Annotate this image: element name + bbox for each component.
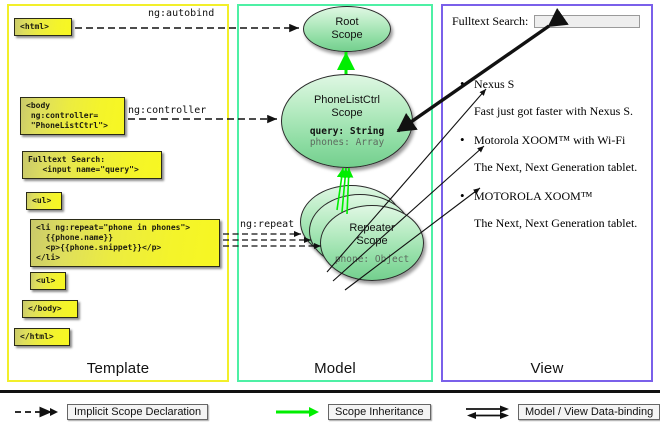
root-scope-title-line1: Root (335, 16, 359, 28)
code-box-body-open: <body ng:controller= "PhoneListCtrl"> (20, 97, 125, 135)
legend-divider (0, 390, 660, 393)
phonelistctrl-scope-title-line1: PhoneListCtrl (313, 94, 381, 106)
arrow-label-ng-autobind: ng:autobind (148, 8, 215, 19)
legend-label-scope-inheritance: Scope Inheritance (328, 404, 431, 420)
view-content: Fulltext Search: Nexus S Fast just got f… (452, 14, 647, 245)
list-item: MOTOROLA XOOM™ The Next, Next Generation… (452, 188, 647, 231)
list-item: Motorola XOOM™ with Wi-Fi The Next, Next… (452, 132, 647, 175)
panel-label-template: Template (86, 360, 150, 377)
repeater-scope-title-line2: Scope (356, 234, 388, 247)
panel-label-view: View (530, 360, 564, 377)
phone-title: Motorola XOOM™ with Wi-Fi (452, 132, 647, 148)
arrow-label-ng-repeat: ng:repeat (240, 219, 295, 230)
view-search-label: Fulltext Search: (452, 14, 529, 28)
phone-title: Nexus S (452, 76, 647, 92)
phone-title: MOTOROLA XOOM™ (452, 188, 647, 204)
code-box-html-close: </html> (14, 328, 70, 346)
legend-implicit-scope-declaration: Implicit Scope Declaration (14, 404, 209, 420)
legend-scope-inheritance: Scope Inheritance (275, 404, 431, 420)
root-scope-ellipse: Root Scope (303, 6, 391, 52)
repeater-scope-title-line1: Repeater (349, 221, 395, 234)
legend-label-implicit-scope-declaration: Implicit Scope Declaration (67, 404, 209, 420)
code-box-fulltext: Fulltext Search: <input name="query"> (22, 151, 162, 179)
scope-field-query: query: String (309, 126, 385, 137)
root-scope-title-line2: Scope (331, 29, 363, 41)
list-item: Nexus S Fast just got faster with Nexus … (452, 76, 647, 119)
phone-snippet: The Next, Next Generation tablet. (474, 160, 638, 174)
code-box-ul-close: <ul> (30, 272, 66, 290)
code-box-ul-open: <ul> (26, 192, 62, 210)
legend-double-arrow-icon (466, 405, 509, 419)
phone-snippet: Fast just got faster with Nexus S. (474, 104, 633, 118)
legend-dashed-arrow-icon (15, 406, 58, 418)
legend-green-arrow-icon (276, 407, 319, 417)
phonelistctrl-scope-ellipse: PhoneListCtrl Scope query: String phones… (281, 74, 413, 168)
code-box-li-repeat: <li ng:repeat="phone in phones"> {{phone… (30, 219, 220, 267)
repeater-scope-ellipse-front: Repeater Scope phone: Object (320, 205, 424, 281)
phone-snippet: The Next, Next Generation tablet. (474, 216, 638, 230)
panel-label-model: Model (314, 360, 356, 377)
legend-label-model-view-data-binding: Model / View Data-binding (518, 404, 660, 420)
view-phone-list: Nexus S Fast just got faster with Nexus … (452, 76, 647, 231)
repeater-scope-stack: Repeater Scope phone: Object (300, 185, 424, 281)
phonelistctrl-scope-title-line2: Scope (331, 107, 363, 119)
arrow-label-ng-controller: ng:controller (128, 105, 207, 116)
legend-model-view-data-binding: Model / View Data-binding (465, 404, 660, 420)
code-box-html-open: <html> (14, 18, 72, 36)
view-search-input[interactable] (534, 15, 641, 28)
code-box-body-close: </body> (22, 300, 78, 318)
scope-field-phone: phone: Object (334, 253, 410, 265)
view-search-row: Fulltext Search: (452, 14, 647, 29)
scope-field-phones: phones: Array (309, 137, 385, 148)
